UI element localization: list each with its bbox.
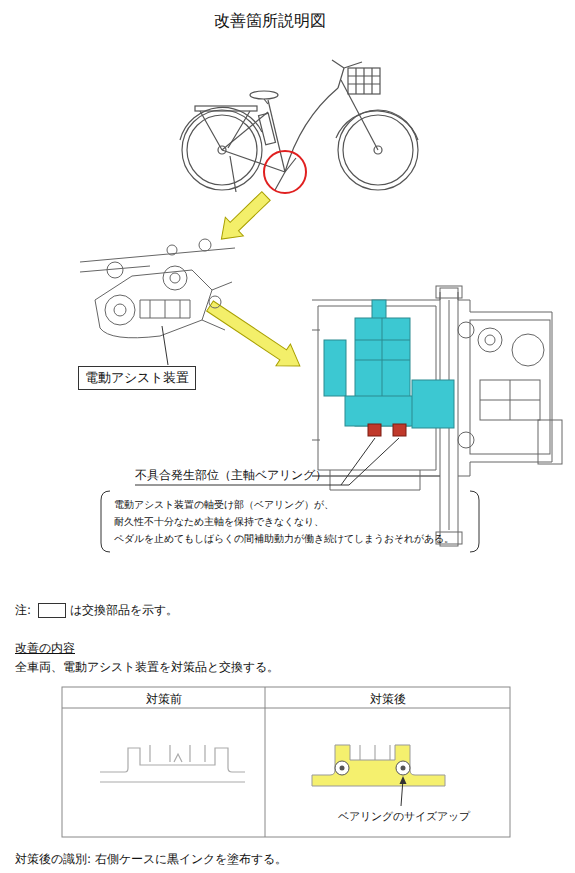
assist-unit-drawing-part xyxy=(95,270,212,338)
bicycle-drawing-part xyxy=(222,112,268,150)
bicycle-drawing-part xyxy=(268,100,285,172)
bicycle-drawing-part xyxy=(348,68,380,94)
drive-parts-part xyxy=(324,340,346,396)
zoom-arrow-part xyxy=(212,187,275,249)
assist-unit-drawing-part xyxy=(163,266,187,290)
comparison-table xyxy=(62,687,510,837)
bicycle-drawing-part xyxy=(200,111,250,150)
cross-section-part xyxy=(458,322,474,338)
bicycle-drawing-part xyxy=(275,158,296,190)
cross-section-part xyxy=(478,328,502,352)
cross-section-part xyxy=(480,380,540,420)
bicycle-drawing xyxy=(180,60,418,192)
main-shaft-bearing-part xyxy=(368,424,381,436)
assist-unit-drawing-part xyxy=(140,300,190,318)
bicycle-drawing-part xyxy=(336,111,418,140)
leader-line xyxy=(349,438,399,485)
comparison-table-part xyxy=(62,708,510,709)
after-drawing xyxy=(312,745,445,806)
assist-unit-drawing-part xyxy=(170,273,180,283)
bicycle-drawing-part xyxy=(259,113,276,145)
drive-parts xyxy=(324,300,454,428)
cross-section-part xyxy=(485,335,495,345)
bicycle-drawing-part xyxy=(332,60,362,68)
assist-unit-drawing-part xyxy=(107,262,123,278)
assist-unit-drawing-part xyxy=(105,295,135,325)
after-drawing-part xyxy=(335,761,349,775)
leader-line xyxy=(162,326,168,365)
before-drawing xyxy=(100,745,245,782)
remedy-text: 全車両、電動アシスト装置を対策品と交換する。 xyxy=(15,659,279,676)
assist-unit-drawing-part xyxy=(80,248,235,272)
callout-heading: 不具合発生部位（主軸ベアリング） xyxy=(135,467,327,484)
assist-unit-drawing-part xyxy=(150,300,180,318)
cross-section-part xyxy=(480,380,540,420)
defect-callout: 不具合発生部位（主軸ベアリング） 電動アシスト装置の軸受け部（ベアリング）が、 耐… xyxy=(100,464,480,553)
assist-unit-drawing-part xyxy=(209,296,221,308)
assist-unit-drawing-part xyxy=(167,245,177,255)
cross-section xyxy=(312,286,562,546)
cross-section-part xyxy=(312,292,552,476)
cross-section-part xyxy=(436,286,462,298)
after-drawing-part xyxy=(396,761,410,775)
table-header: 対策後 xyxy=(265,691,510,708)
main-shaft-bearing-part xyxy=(393,424,406,436)
cross-section-part xyxy=(458,432,474,448)
leader-line xyxy=(341,438,375,485)
after-drawing-part xyxy=(312,745,445,786)
device-name: 電動アシスト装置 xyxy=(85,369,189,387)
legend-swatch xyxy=(38,603,66,618)
assist-unit-drawing xyxy=(80,239,235,338)
before-drawing-part xyxy=(174,754,182,762)
heading-underline xyxy=(135,485,349,486)
comparison-table-part xyxy=(62,687,510,837)
zoom-arrow-part xyxy=(203,295,307,377)
bicycle-drawing-part xyxy=(264,99,268,104)
before-drawing-part xyxy=(100,781,245,782)
section-heading: 改善の内容 xyxy=(15,640,75,657)
focus-circle xyxy=(264,151,306,193)
cross-section-part xyxy=(512,334,544,366)
identification-note: 対策後の識別: 右側ケースに黒インクを塗布する。 xyxy=(15,851,287,868)
part-callout: ベアリングのサイズアップ xyxy=(338,809,470,824)
callout-body: 電動アシスト装置の軸受け部（ベアリング）が、 耐久性不十分なため主軸を保持できな… xyxy=(100,490,480,553)
legend-text: は交換部品を示す。 xyxy=(70,602,178,619)
bracket-right xyxy=(470,491,479,552)
bracket-left xyxy=(101,491,110,552)
bicycle-drawing-part xyxy=(250,91,278,99)
bicycle-drawing-part xyxy=(195,106,257,111)
device-label-box: 電動アシスト装置 xyxy=(78,366,196,390)
table-header: 対策前 xyxy=(62,691,265,708)
after-drawing-part xyxy=(401,766,406,771)
note-label: 注: xyxy=(15,602,31,619)
bicycle-drawing-part xyxy=(230,156,236,192)
after-drawing-part xyxy=(360,745,390,760)
assist-unit-drawing-part xyxy=(199,239,211,251)
bicycle-drawing-part xyxy=(348,68,380,94)
main-shaft-bearing xyxy=(368,424,406,436)
drive-parts-part xyxy=(355,318,410,396)
zoom-arrow xyxy=(203,187,307,377)
before-drawing-part xyxy=(100,748,245,772)
comparison-table-part xyxy=(265,687,266,837)
bicycle-drawing-part xyxy=(285,88,338,172)
assist-unit-drawing-part xyxy=(114,304,126,316)
leader-lines xyxy=(135,326,399,485)
drive-parts-part xyxy=(412,380,454,428)
bicycle-drawing-part xyxy=(182,110,262,190)
page-title: 改善箇所説明図 xyxy=(150,11,390,32)
before-drawing-part xyxy=(150,745,205,762)
after-drawing-part xyxy=(400,776,407,784)
after-drawing-part xyxy=(340,766,345,771)
cross-section-part xyxy=(538,420,562,464)
assist-unit-drawing-part xyxy=(202,282,232,330)
